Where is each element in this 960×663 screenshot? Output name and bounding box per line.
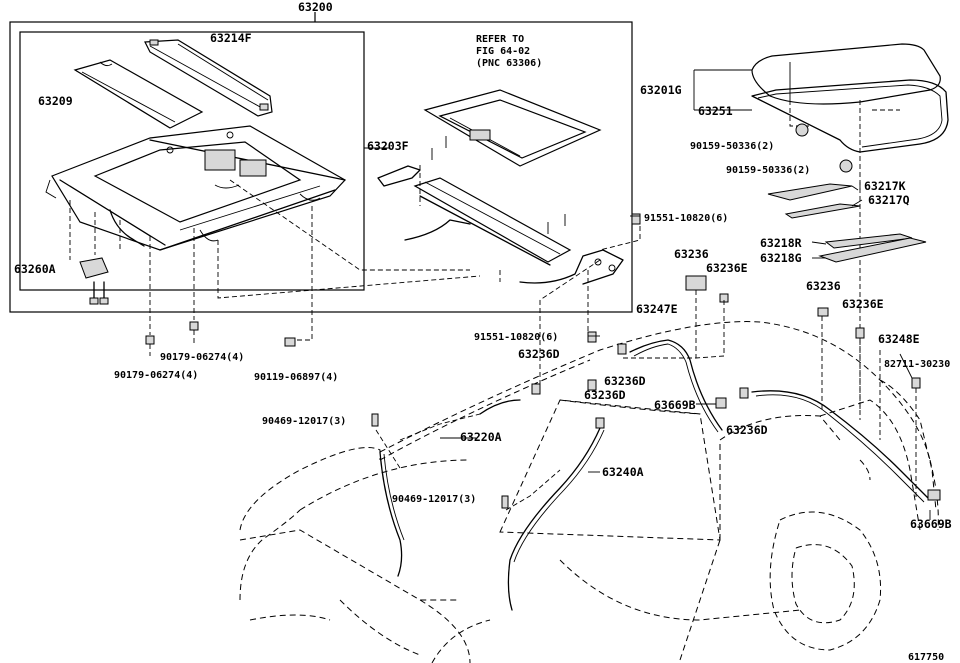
part-clips[interactable] (145, 213, 941, 509)
vehicle-outline (239, 321, 939, 663)
label-90159-a: 90159-50336(2) (690, 141, 774, 152)
part-63248E-drain-hose[interactable] (751, 390, 929, 503)
label-63260A: 63260A (14, 262, 56, 276)
part-63247E-drain-hose[interactable] (629, 339, 723, 433)
label-63236-a: 63236 (674, 247, 709, 261)
label-63217Q: 63217Q (868, 193, 910, 207)
part-63220A-drain-hose[interactable] (379, 399, 521, 577)
part-63251-weatherstrip[interactable] (751, 79, 949, 153)
part-63240A-drain-hose[interactable] (507, 427, 605, 611)
label-90469-b: 90469-12017(3) (392, 494, 476, 505)
label-63236-b: 63236 (806, 279, 841, 293)
part-63214F-panel[interactable] (144, 39, 273, 117)
label-63218R: 63218R (760, 236, 802, 250)
label-63217K: 63217K (864, 179, 906, 193)
part-63260A-bracket[interactable] (79, 257, 109, 305)
label-63236E-a: 63236E (706, 261, 748, 275)
label-63236D-c: 63236D (584, 388, 626, 402)
label-63203F: 63203F (367, 139, 409, 153)
part-sunroof-drive-panel[interactable] (423, 89, 602, 167)
assembly-frame-63200 (9, 12, 633, 313)
label-90179-a: 90179-06274(4) (160, 352, 244, 363)
label-63236E-b: 63236E (842, 297, 884, 311)
label-90469-a: 90469-12017(3) (262, 416, 346, 427)
part-63217-strips[interactable] (767, 183, 861, 219)
label-90159-b: 90159-50336(2) (726, 165, 810, 176)
label-90179-b: 90179-06274(4) (114, 370, 198, 381)
label-63209: 63209 (38, 94, 73, 108)
label-refer-line3: (PNC 63306) (476, 58, 542, 69)
label-63236D-a: 63236D (518, 347, 560, 361)
label-63218G: 63218G (760, 251, 802, 265)
label-63669B-a: 63669B (654, 398, 696, 412)
part-63203F-rail-assembly[interactable] (377, 136, 624, 285)
label-63220A: 63220A (460, 430, 502, 444)
part-63218-strips[interactable] (818, 233, 927, 263)
label-refer-line2: FIG 64-02 (476, 46, 530, 57)
figure-number: 617750 (908, 652, 944, 663)
label-82711: 82711-30230 (884, 359, 950, 370)
label-63214F: 63214F (210, 31, 252, 45)
label-63251: 63251 (698, 104, 733, 118)
label-63236D-b: 63236D (604, 374, 646, 388)
label-91551-b: 91551-10820(6) (474, 332, 558, 343)
label-refer-line1: REFER TO (476, 34, 524, 45)
label-91551-a: 91551-10820(6) (644, 213, 728, 224)
label-63247E: 63247E (636, 302, 678, 316)
part-63201G-glass[interactable] (751, 43, 941, 105)
label-63201G: 63201G (640, 83, 682, 97)
label-63248E: 63248E (878, 332, 920, 346)
label-63236D-d: 63236D (726, 423, 768, 437)
label-63669B-b: 63669B (910, 517, 952, 531)
part-63209-sunshade[interactable] (73, 59, 204, 129)
label-63240A: 63240A (602, 465, 644, 479)
label-90119: 90119-06897(4) (254, 372, 338, 383)
label-63200: 63200 (298, 0, 333, 14)
part-sunroof-housing-frame[interactable] (45, 125, 346, 251)
